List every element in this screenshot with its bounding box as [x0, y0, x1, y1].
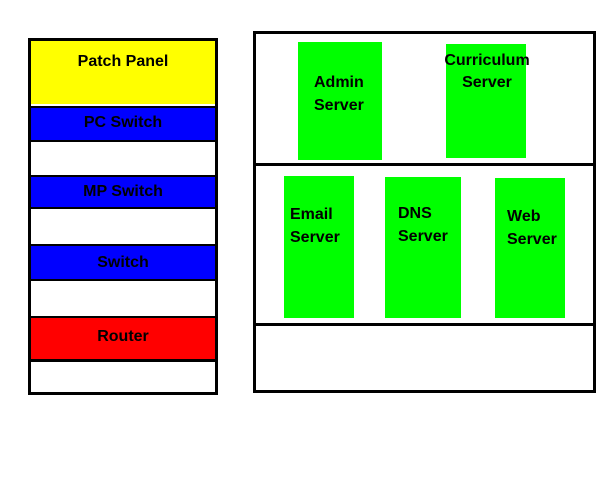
email-server-label: Email Server [290, 206, 340, 246]
admin-server-label: Admin Server [314, 74, 364, 114]
mp-switch: MP Switch [31, 175, 215, 209]
patch-panel: Patch Panel [31, 41, 215, 104]
pc-switch: PC Switch [31, 106, 215, 142]
equipment-rack: Patch Panel PC Switch MP Switch Switch R… [28, 38, 218, 395]
switch: Switch [31, 244, 215, 281]
dns-server: DNS Server [385, 177, 461, 318]
router: Router [31, 316, 215, 362]
shelf-divider-top [256, 163, 593, 166]
curriculum-server [446, 44, 526, 158]
router-label: Router [97, 327, 149, 345]
empty-slot-2 [31, 209, 215, 243]
empty-slot-1 [31, 142, 215, 176]
pc-switch-label: PC Switch [83, 114, 163, 131]
curriculum-server-label: Curriculum Server [444, 52, 530, 91]
admin-server: Admin Server [298, 42, 382, 160]
web-server: Web Server [495, 178, 565, 318]
empty-slot-3 [31, 281, 215, 315]
patch-panel-label: Patch Panel [77, 52, 169, 70]
dns-server-label: DNS Server [398, 205, 448, 245]
email-server: Email Server [284, 176, 354, 318]
switch-label: Switch [97, 253, 149, 271]
empty-slot-4 [31, 362, 215, 392]
web-server-label: Web Server [507, 208, 557, 248]
shelf-divider-bottom [256, 323, 593, 326]
server-cabinet: Admin Server Curriculum Server Email Ser… [253, 31, 596, 393]
mp-switch-label: MP Switch [83, 183, 163, 200]
